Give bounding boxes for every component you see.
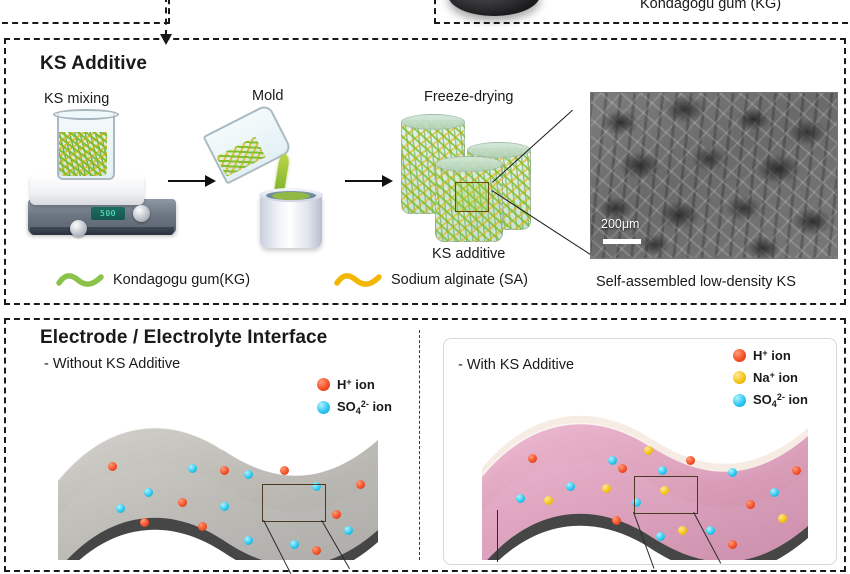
legend-sodium-alginate-label: Sodium alginate (SA) [391, 272, 529, 288]
squiggle-yellow-icon [334, 273, 382, 287]
legend-item-na-ion-right: Na+ ion [733, 370, 808, 385]
ks-additive-title: KS Additive [40, 53, 148, 74]
legend-h-ion-label-right: H+ ion [753, 348, 791, 363]
ion-dot-h [198, 522, 207, 531]
sem-caption: Self-assembled low-density KS [596, 274, 796, 290]
ion-dot-so4 [290, 540, 299, 549]
ion-dot-h [178, 498, 187, 507]
ion-dot-h [140, 518, 149, 527]
legend-na-ion-label-right: Na+ ion [753, 370, 798, 385]
h-ion-dot-icon [317, 378, 330, 391]
stirrer-knob-right [133, 205, 150, 222]
ion-dot-h [312, 546, 321, 555]
interface-panel-divider [419, 330, 420, 560]
roi-callout-edge-line-r [497, 510, 498, 562]
ion-dot-na [644, 446, 653, 455]
roi-box-without-ks [262, 484, 326, 522]
legend-so4-ion-label-left: SO42- ion [337, 399, 392, 416]
legend-item-h-ion-left: H+ ion [317, 377, 392, 392]
sem-scale-bar-label: 200μm [601, 217, 640, 231]
legend-item-so4-ion-right: SO42- ion [733, 392, 808, 409]
top-sample-photo [448, 0, 540, 16]
squiggle-green-icon [56, 273, 104, 287]
ion-dot-na [544, 496, 553, 505]
legend-ions-with-ks: H+ ion Na+ ion SO42- ion [733, 348, 808, 409]
ks-additive-panel [4, 38, 846, 305]
ion-dot-so4 [312, 482, 321, 491]
top-right-partial-label: Kondagogu gum (KG) [640, 0, 782, 12]
ion-dot-h [280, 466, 289, 475]
roi-box-with-ks [634, 476, 698, 514]
top-left-partial-panel [0, 0, 170, 24]
ion-dot-h [528, 454, 537, 463]
without-ks-subtitle: - Without KS Additive [44, 356, 181, 372]
ion-dot-so4 [188, 464, 197, 473]
so4-ion-dot-icon [317, 401, 330, 414]
sem-micrograph: 200μm [590, 92, 838, 259]
legend-ions-without-ks: H+ ion SO42- ion [317, 377, 392, 416]
ion-dot-na [778, 514, 787, 523]
legend-h-ion-label-left: H+ ion [337, 377, 375, 392]
ion-dot-h [108, 462, 117, 471]
sem-region-of-interest-box [455, 182, 489, 212]
ion-dot-na [678, 526, 687, 535]
legend-item-h-ion-right: H+ ion [733, 348, 808, 363]
na-ion-dot-icon [733, 371, 746, 384]
legend-item-so4-ion-left: SO42- ion [317, 399, 392, 416]
ion-dot-so4 [144, 488, 153, 497]
sem-scale-bar [603, 239, 641, 244]
interface-panel-title: Electrode / Electrolyte Interface [40, 327, 328, 348]
ion-dot-h [220, 466, 229, 475]
ion-dot-h [746, 500, 755, 509]
ion-dot-h [618, 464, 627, 473]
ion-dot-h [356, 480, 365, 489]
process-arrow-1-icon [168, 175, 216, 187]
ion-dot-h [332, 510, 341, 519]
ion-dot-so4 [516, 494, 525, 503]
ion-dot-so4 [220, 502, 229, 511]
ks-mixing-beaker-icon [53, 109, 119, 180]
top-right-partial-panel [434, 0, 850, 24]
legend-so4-ion-label-right: SO42- ion [753, 392, 808, 409]
electrode-sheet-without-ks [48, 410, 393, 574]
stirrer-knob-left [70, 220, 87, 237]
legend-sodium-alginate: Sodium alginate (SA) [334, 272, 528, 288]
ion-dot-so4 [658, 466, 667, 475]
electrode-sheet-with-ks [470, 398, 822, 574]
ion-dot-so4 [608, 456, 617, 465]
step-label-freeze-drying: Freeze-drying [424, 89, 514, 105]
ion-dot-so4 [566, 482, 575, 491]
with-ks-subtitle: - With KS Additive [458, 357, 575, 373]
legend-kondagogu-gum-label: Kondagogu gum(KG) [113, 272, 251, 288]
step-label-mold: Mold [252, 88, 284, 104]
ion-dot-na [660, 486, 669, 495]
flow-arrow-down-icon [160, 0, 172, 45]
legend-kondagogu-gum: Kondagogu gum(KG) [56, 272, 250, 288]
ion-dot-so4 [116, 504, 125, 513]
ion-dot-so4 [344, 526, 353, 535]
ion-dot-so4 [770, 488, 779, 497]
mold-pouring-icon [202, 103, 340, 248]
ks-additive-product-label: KS additive [432, 246, 506, 262]
ion-dot-h [612, 516, 621, 525]
so4-ion-dot-icon [733, 394, 746, 407]
ion-dot-so4 [632, 498, 641, 507]
ion-dot-h [792, 466, 801, 475]
ion-dot-h [686, 456, 695, 465]
ion-dot-h [728, 540, 737, 549]
ion-dot-so4 [728, 468, 737, 477]
ion-dot-na [602, 484, 611, 493]
step-label-ks-mixing: KS mixing [44, 91, 110, 107]
ion-dot-so4 [244, 536, 253, 545]
stirrer-display-value: 500 [91, 207, 125, 220]
ion-dot-so4 [656, 532, 665, 541]
ion-dot-so4 [706, 526, 715, 535]
magnetic-stirrer-icon: 500 [28, 175, 176, 237]
freeze-dried-cylinders-icon [395, 106, 565, 246]
ion-dot-so4 [244, 470, 253, 479]
h-ion-dot-icon [733, 349, 746, 362]
electrode-sheet-without-ks-shape [57, 427, 378, 574]
process-arrow-2-icon [345, 175, 393, 187]
